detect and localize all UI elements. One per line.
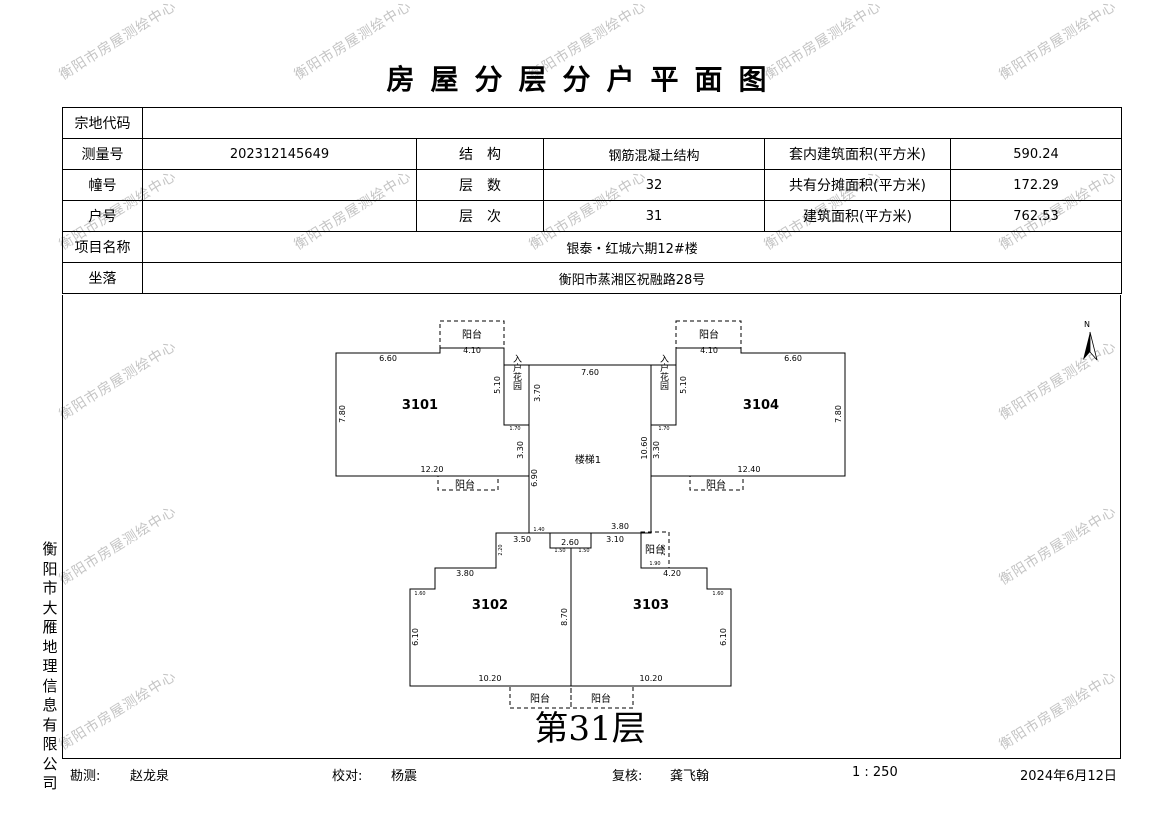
entry-garden-label: 入户花园 xyxy=(511,354,522,391)
scale: 1 : 250 xyxy=(852,765,898,780)
stair-core-outline xyxy=(528,364,652,534)
table-row: 幢号 层 数 32 共有分摊面积(平方米) 172.29 xyxy=(62,169,1123,201)
location-value: 衡阳市蒸湘区祝融路28号 xyxy=(141,262,1123,294)
reviewer-label: 复核: xyxy=(612,769,643,784)
dim-label: 12.40 xyxy=(738,465,761,474)
dim-label: 10.60 xyxy=(640,437,649,460)
north-arrow-icon: N xyxy=(1083,320,1098,361)
table-row: 项目名称 银泰・红城六期12#楼 xyxy=(62,231,1123,263)
surveyor-name: 赵龙泉 xyxy=(130,769,170,784)
dim-label: 1.60 xyxy=(712,591,723,597)
dim-label: 5.10 xyxy=(679,376,688,394)
dim-label: 10.20 xyxy=(479,674,502,683)
surveyor-label: 勘测: xyxy=(70,769,101,784)
dim-label: 6.10 xyxy=(411,628,420,646)
building-area-label: 建筑面积(平方米) xyxy=(764,200,951,232)
balcony-3104-bottom xyxy=(689,475,744,491)
floor-label: 层 次 xyxy=(416,200,544,232)
floor-plan-frame xyxy=(62,295,1121,759)
table-row: 测量号 202312145649 结 构 钢筋混凝土结构 套内建筑面积(平方米)… xyxy=(62,138,1123,170)
dim-label: 8.70 xyxy=(560,608,569,626)
dim-label: 12.20 xyxy=(421,465,444,474)
floors-label: 层 数 xyxy=(416,169,544,201)
dim-label: 1.60 xyxy=(414,591,425,597)
room-label-3103: 3103 xyxy=(633,598,669,613)
dim-label: 2.20 xyxy=(661,544,667,555)
dim-label: 1.70 xyxy=(658,426,669,432)
dim-label: 6.90 xyxy=(530,469,539,487)
stair-label: 楼梯1 xyxy=(575,453,601,466)
survey-no-value: 202312145649 xyxy=(142,138,417,170)
dim-label: 3.80 xyxy=(611,522,629,531)
dim-label: 4.10 xyxy=(463,346,481,355)
dim-label: 1.70 xyxy=(509,426,520,432)
dim-label: 3.50 xyxy=(513,535,531,544)
shared-area-value: 172.29 xyxy=(949,169,1123,201)
property-info-table: 宗地代码 测量号 202312145649 结 构 钢筋混凝土结构 套内建筑面积… xyxy=(62,107,1123,294)
table-row: 户号 层 次 31 建筑面积(平方米) 762.53 xyxy=(62,200,1123,232)
dim-label: 5.10 xyxy=(493,376,502,394)
balcony-3103-bottom xyxy=(570,685,634,709)
inner-area-value: 590.24 xyxy=(949,138,1123,170)
dim-label: 1.50 xyxy=(578,548,589,554)
room-label-3101: 3101 xyxy=(402,398,438,413)
unit-no-label: 户号 xyxy=(62,200,143,232)
north-label: N xyxy=(1084,320,1090,329)
organization-vertical-label: 衡阳市大雁地理信息有限公司 xyxy=(42,540,58,792)
room-label-3102: 3102 xyxy=(472,598,508,613)
balcony-3103-side xyxy=(640,531,670,569)
dim-label: 7.60 xyxy=(581,368,599,377)
shared-area-label: 共有分摊面积(平方米) xyxy=(764,169,951,201)
balcony-label: 阳台 xyxy=(645,543,665,556)
reviewer-name: 龚飞翰 xyxy=(670,769,710,784)
dim-label: 6.10 xyxy=(719,628,728,646)
dim-label: 7.80 xyxy=(834,405,843,423)
balcony-label: 阳台 xyxy=(530,692,550,705)
dim-label: 3.70 xyxy=(533,384,542,402)
survey-date: 2024年6月12日 xyxy=(1020,769,1117,784)
balcony-3101-top xyxy=(439,320,505,349)
parcel-code-label: 宗地代码 xyxy=(62,107,143,139)
checker-name: 杨震 xyxy=(391,769,418,784)
balcony-label: 阳台 xyxy=(699,328,719,341)
table-row: 宗地代码 xyxy=(62,107,1123,139)
dim-label: 2.60 xyxy=(561,538,579,547)
balcony-label: 阳台 xyxy=(591,692,611,705)
balcony-3104-top xyxy=(675,320,742,349)
room-label-3104: 3104 xyxy=(743,398,779,413)
dim-label: 3.10 xyxy=(606,535,624,544)
dim-label: 7.80 xyxy=(338,405,347,423)
project-value: 银泰・红城六期12#楼 xyxy=(141,231,1123,263)
balcony-label: 阳台 xyxy=(455,478,475,491)
unit-3104-outline xyxy=(650,347,846,477)
location-label: 坐落 xyxy=(62,262,143,294)
dim-label: 4.10 xyxy=(700,346,718,355)
table-row: 坐落 衡阳市蒸湘区祝融路28号 xyxy=(62,262,1123,294)
dim-label: 2.20 xyxy=(498,544,504,555)
dim-label: 1.90 xyxy=(649,561,660,567)
checker-label: 校对: xyxy=(332,769,363,784)
dim-label: 6.60 xyxy=(784,354,802,363)
entry-garden-label: 入户花园 xyxy=(658,354,669,391)
survey-no-label: 测量号 xyxy=(62,138,143,170)
dim-label: 10.20 xyxy=(640,674,663,683)
dim-label: 6.60 xyxy=(379,354,397,363)
parcel-code-value xyxy=(141,107,1123,139)
page-title: 房屋分层分户平面图 xyxy=(386,63,783,96)
unit-3103-outline xyxy=(570,532,732,687)
balcony-3101-bottom xyxy=(437,475,499,491)
dim-label: 3.80 xyxy=(456,569,474,578)
dim-label: 1.50 xyxy=(554,548,565,554)
floor-caption: 第31层 xyxy=(534,709,645,749)
dim-label: 3.30 xyxy=(516,441,525,459)
balcony-label: 阳台 xyxy=(462,328,482,341)
dim-label: 1.40 xyxy=(533,527,544,533)
structure-value: 钢筋混凝土结构 xyxy=(543,138,765,170)
balcony-label: 阳台 xyxy=(706,478,726,491)
building-no-label: 幢号 xyxy=(62,169,143,201)
dim-label: 4.20 xyxy=(663,569,681,578)
dim-label: 3.30 xyxy=(652,441,661,459)
